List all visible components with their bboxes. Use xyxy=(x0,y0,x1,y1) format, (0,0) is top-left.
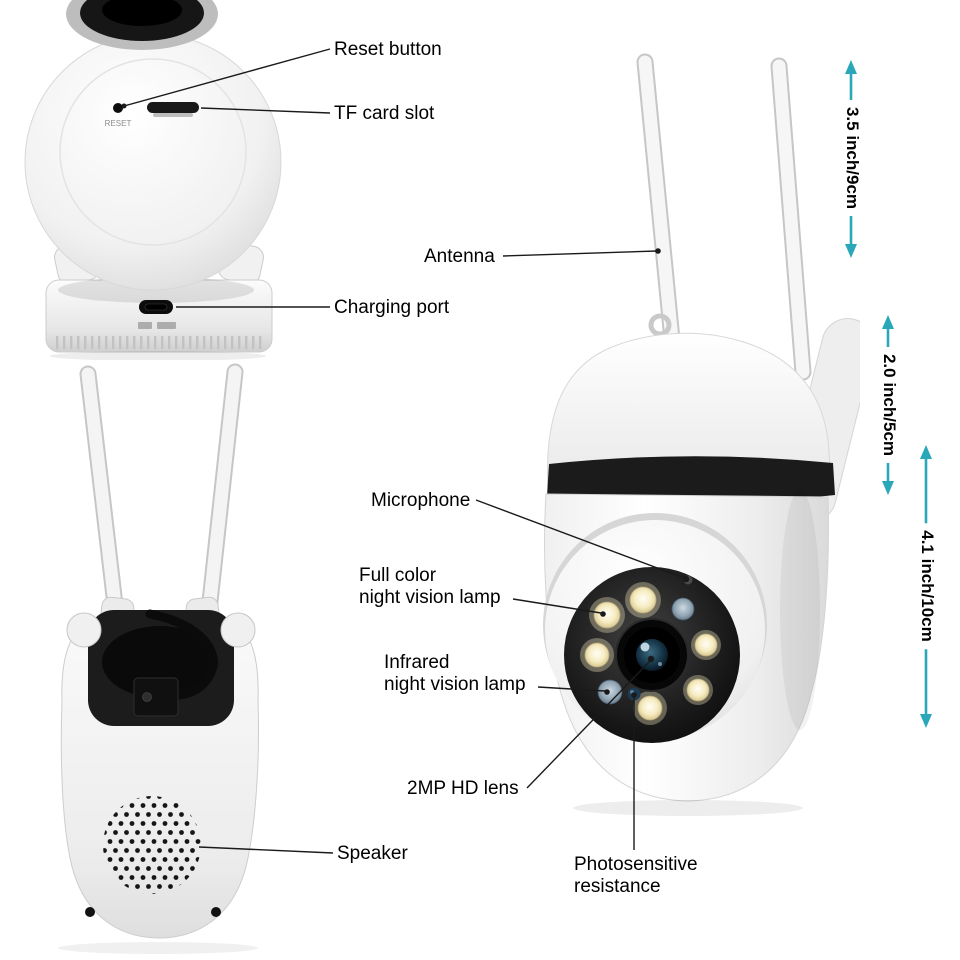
speaker-grille xyxy=(103,796,201,894)
label-infrared-night-vision-lamp: Infrared night vision lamp xyxy=(384,652,526,696)
label-antenna: Antenna xyxy=(424,246,495,267)
hinge-knob-left xyxy=(66,612,102,648)
screw-right xyxy=(211,907,221,917)
camera-ball-back xyxy=(24,33,282,291)
microphone-hole xyxy=(683,575,693,585)
hanging-tab xyxy=(648,313,672,337)
antenna-left xyxy=(636,53,682,359)
antenna-left xyxy=(79,365,126,631)
label-reset-button: Reset button xyxy=(334,39,442,60)
dock-marking xyxy=(138,322,152,329)
label-tf-card-slot: TF card slot xyxy=(334,103,435,124)
neck-band xyxy=(547,456,835,504)
photosensitive-resistor xyxy=(627,687,641,701)
dimension-antenna-length: 3.5 inch/9cm xyxy=(840,99,864,217)
hinge-knob-right xyxy=(220,612,256,648)
dock-marking xyxy=(157,322,176,329)
antenna-right xyxy=(770,57,812,381)
label-charging-port: Charging port xyxy=(334,297,450,318)
dimension-overall-height: 4.1 inch/10cm xyxy=(915,523,939,649)
camera-rear-open-view-illustration xyxy=(58,363,260,954)
reset-marking: RESET xyxy=(105,119,132,128)
screw-left xyxy=(85,907,95,917)
connector-box xyxy=(133,677,179,717)
label-photosensitive-resistance: Photosensitive resistance xyxy=(574,854,698,898)
label-speaker: Speaker xyxy=(337,843,408,864)
camera-lens xyxy=(615,618,689,692)
tf-card-slot xyxy=(147,102,199,113)
label-microphone: Microphone xyxy=(371,490,471,511)
reset-button-hole xyxy=(113,103,123,113)
dimension-upper-section: 2.0 inch/5cm xyxy=(877,346,901,464)
dock-vents xyxy=(54,336,264,349)
label-2mp-hd-lens: 2MP HD lens xyxy=(407,778,519,799)
label-full-color-night-vision-lamp: Full color night vision lamp xyxy=(359,565,501,609)
upper-shell xyxy=(546,332,833,493)
antenna-right xyxy=(199,363,244,629)
camera-back-view-illustration: RESET xyxy=(24,0,282,360)
camera-front-view-illustration xyxy=(543,53,860,816)
